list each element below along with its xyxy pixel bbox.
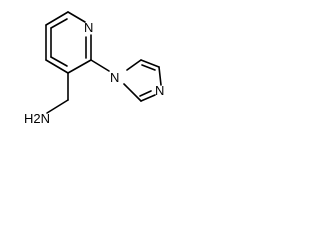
bond-c5-c4 <box>140 59 160 68</box>
bond-ch2-n <box>46 99 69 114</box>
bond-c2-c3 <box>67 59 92 74</box>
molecule-structure: N N N H2N <box>24 11 164 126</box>
bond-c5-c4-double <box>141 64 156 71</box>
bond-c4-c5 <box>45 11 69 26</box>
bond-c2-imidazole-n1 <box>90 59 110 72</box>
bond-c4-n3 <box>158 66 162 86</box>
atom-imidazole-n1: N <box>110 70 119 85</box>
bond-n3-c2-double <box>139 90 152 97</box>
pyridine-ring <box>45 11 92 74</box>
atom-pyridine-n: N <box>84 20 93 35</box>
bond-c3-c4 <box>45 59 69 74</box>
bond-n3-c2 <box>140 94 156 102</box>
bond-c5-n1 <box>67 11 86 23</box>
bond-c2-n1 <box>123 83 142 102</box>
atom-amine: H2N <box>24 111 50 126</box>
bond-c3-c4-double <box>50 56 68 67</box>
imidazole-ring <box>123 59 162 102</box>
bond-n1-c5 <box>126 59 142 71</box>
aminomethyl-group <box>46 72 69 114</box>
atom-imidazole-n3: N <box>155 83 164 98</box>
bond-c5-c6-double <box>50 18 68 29</box>
